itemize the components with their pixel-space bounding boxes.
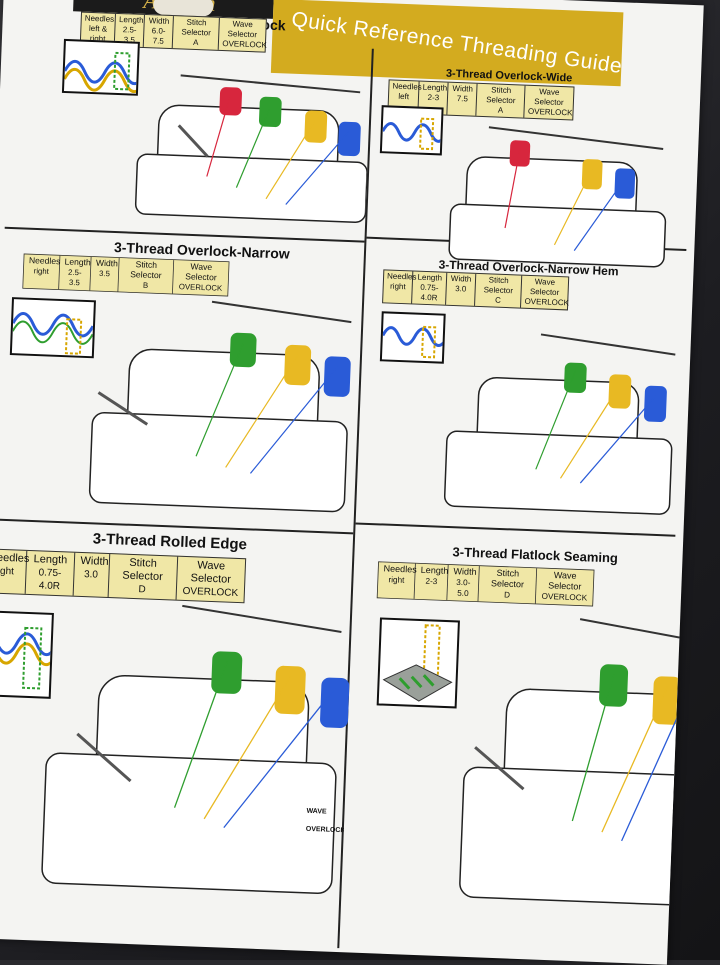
serger-diagram-icon <box>448 126 667 268</box>
stitch-sample-icon <box>0 609 54 699</box>
stitch-sample-icon <box>379 311 446 364</box>
wave-dial-label: WAVE <box>306 808 327 816</box>
overlock-dial-label: OVERLOCK <box>306 826 346 835</box>
panel-title: 3-Thread Flatlock Seaming <box>452 544 619 566</box>
stitch-sample-icon <box>376 617 460 709</box>
stitch-sample-icon <box>9 297 96 359</box>
serger-diagram-icon <box>443 333 676 515</box>
grid-divider-h2-right <box>355 522 676 537</box>
panel-title: 3-Thread Rolled Edge <box>92 530 248 554</box>
serger-diagram-icon <box>134 74 368 223</box>
serger-diagram-icon <box>459 618 681 906</box>
threading-guide-card: Acclaim Quick Reference Threading Guide … <box>0 0 704 965</box>
serger-diagram-icon: WAVE OVERLOCK <box>41 604 350 895</box>
serger-diagram-icon <box>88 300 352 513</box>
stitch-sample-icon <box>379 105 444 156</box>
stitch-sample-icon <box>61 38 140 96</box>
